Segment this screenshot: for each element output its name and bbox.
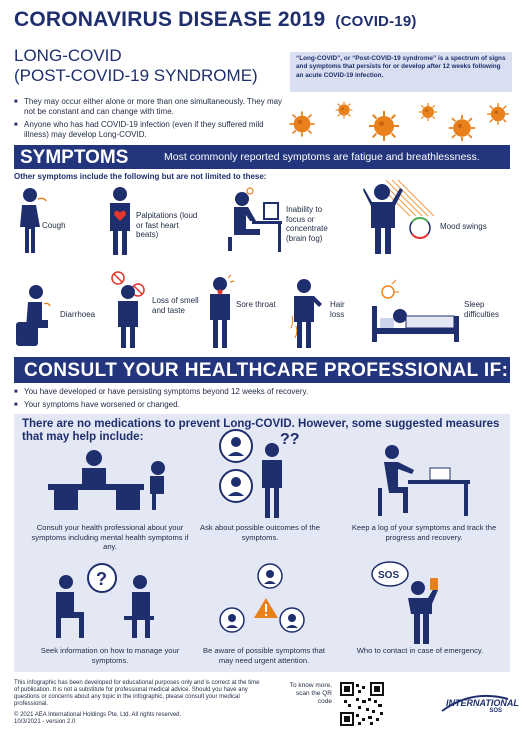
symptom-mood-swings: Mood swings [362,178,512,258]
symptoms-tagline: Most commonly reported symptoms are fati… [164,151,480,163]
measure-caption: Ask about possible outcomes of the sympt… [200,523,320,542]
symptom-cough: Cough [14,185,104,255]
measure-caption: Seek information on how to manage your s… [40,646,180,665]
sleep-difficulties-icon [372,279,459,342]
qr-code-icon[interactable] [340,682,384,726]
symptoms-heading: SYMPTOMS [20,147,129,168]
symptom-hair-loss: Hair loss [286,276,360,350]
symptom-label: Palpitations (loud or fast heart beats) [136,211,198,239]
symptom-label: Sore throat [236,300,276,309]
version-text: 10/3/2021 - version 2.0 [14,719,76,725]
title-main: CORONAVIRUS DISEASE 2019 [14,8,326,31]
subtitle-line-2: (POST-COVID-19 SYNDROME) [14,66,258,85]
cough-icon [20,188,47,253]
svg-text:SOS: SOS [378,570,399,581]
qr-caption-line: scan the QR code [295,690,332,705]
subtitle-line-1: LONG-COVID [14,46,122,65]
measure-caption: Consult your health professional about y… [31,523,189,551]
logo-sos: SOS [489,708,502,714]
copyright: © 2021 AEA International Holdings Pte. L… [14,712,181,726]
page-subtitle: LONG-COVID (POST-COVID-19 SYNDROME) [14,46,258,86]
qr-caption: To know more, scan the QR code [282,682,332,706]
symptom-label: Sleep difficulties [464,300,499,319]
symptom-label: Cough [42,221,66,230]
symptom-label: Diarrhoea [60,310,96,319]
intro-bullets: They may occur either alone or more than… [14,97,284,143]
virus-icons [288,101,510,143]
brain-fog-icon [228,187,282,252]
mood-swings-icon [363,179,435,254]
international-sos-logo: INTERNATIONAL SOS [440,693,519,719]
measure-caption: Be aware of possible symptoms that may n… [203,646,325,665]
other-symptoms-label: Other symptoms include the following but… [14,172,267,181]
symptom-label: Inability to focus or concentrate (brain… [286,205,328,243]
svg-text:?: ? [96,569,107,589]
consult-bullet: You have developed or have persisting sy… [14,387,494,397]
copyright-text: © 2021 AEA International Holdings Pte. L… [14,712,182,718]
logo-swoosh-icon [441,694,509,712]
consult-heading: CONSULT YOUR HEALTHCARE PROFESSIONAL IF: [24,360,509,381]
symptom-diarrhoea: Diarrhoea [14,282,114,348]
page-title: CORONAVIRUS DISEASE 2019 (COVID-19) [14,8,417,32]
intro-bullet: Anyone who has had COVID-19 infection (e… [14,120,284,140]
symptom-loss-of-smell: Loss of smell and taste [108,270,208,350]
measure-caption: Keep a log of your symptoms and track th… [351,523,497,542]
symptom-sleep-difficulties: Sleep difficulties [370,276,512,350]
log-writing-icon [378,445,470,516]
palpitations-icon [110,187,130,255]
consult-banner: CONSULT YOUR HEALTHCARE PROFESSIONAL IF: [14,357,510,383]
consult-bullet: Your symptoms have worsened or changed. [14,400,494,410]
title-suffix: (COVID-19) [335,13,417,30]
doctor-consult-icon [48,450,165,510]
symptom-label: Hair loss [330,300,345,319]
svg-text:??: ?? [280,431,300,448]
consult-bullets: You have developed or have persisting sy… [14,387,494,413]
disclaimer: This infographic has been developed for … [14,680,260,707]
hair-loss-icon [290,279,322,348]
measure-caption: Who to contact in case of emergency. [356,646,484,655]
warning-icon [219,563,305,633]
loss-of-smell-icon [111,271,145,348]
symptom-brain-fog: Inability to focus or concentrate (brain… [222,185,352,255]
logo-name: INTERNATIONAL [446,698,519,708]
question-icon: ?? [219,429,300,518]
definition-box: “Long-COVID”, or “Post-COVID-19 syndrome… [290,52,512,92]
symptom-palpitations: Palpitations (loud or fast heart beats) [104,185,204,255]
symptom-sore-throat: Sore throat [206,274,280,350]
sos-icon: SOS [371,561,438,644]
measures-heading: There are no medications to prevent Long… [22,418,500,443]
sore-throat-icon [210,274,235,348]
seek-info-icon: ? [56,563,154,638]
intro-bullet: They may occur either alone or more than… [14,97,284,117]
symptom-label: Loss of smell and taste [152,296,199,315]
symptoms-banner: SYMPTOMS Most commonly reported symptoms… [14,145,510,169]
diarrhoea-icon [16,285,51,346]
symptom-label: Mood swings [440,222,487,231]
qr-caption-line: To know more, [289,682,332,689]
